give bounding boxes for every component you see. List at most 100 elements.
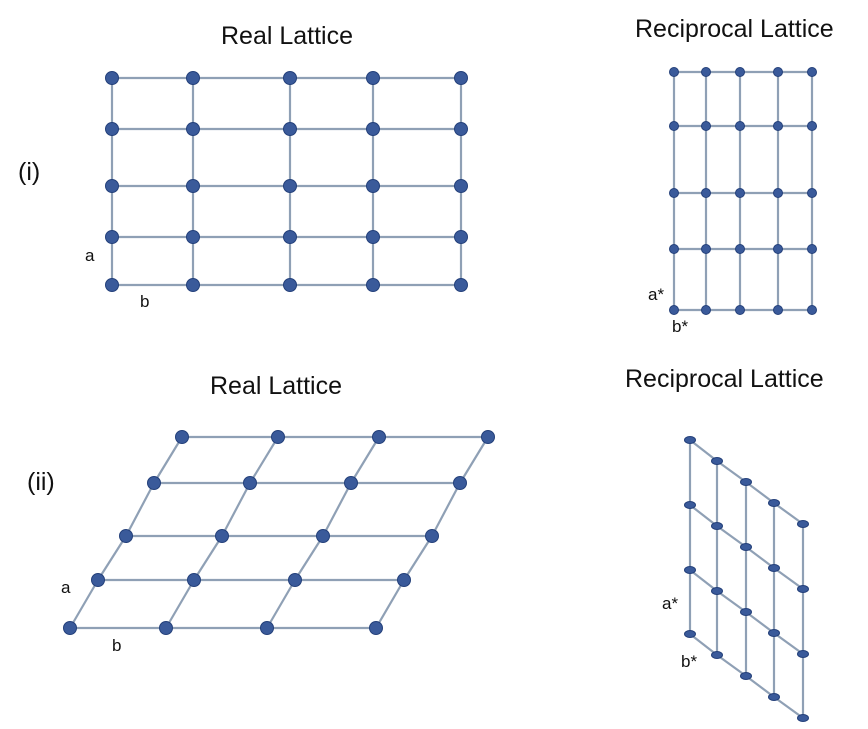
reciprocal-lattice-i-point: [807, 67, 817, 77]
reciprocal-lattice-ii-point: [711, 651, 723, 659]
real-lattice-ii-point: [147, 476, 161, 490]
reciprocal-lattice-ii-point: [797, 520, 809, 528]
real-lattice-i-point: [186, 278, 200, 292]
reciprocal-lattice-i-point: [807, 305, 817, 315]
real-lattice-ii-point: [425, 529, 439, 543]
reciprocal-lattice-ii-point: [740, 543, 752, 551]
reciprocal-lattice-ii-point: [768, 499, 780, 507]
real-lattice-ii-line: [69, 579, 99, 629]
reciprocal-lattice-i-point: [735, 305, 745, 315]
reciprocal-lattice-ii-line: [745, 675, 775, 698]
case-label-i: (i): [18, 158, 41, 186]
reciprocal-lattice-ii-point: [740, 672, 752, 680]
real-lattice-i-point: [454, 179, 468, 193]
real-lattice-i-point: [283, 230, 297, 244]
real-lattice-ii-point: [316, 529, 330, 543]
real-lattice-i-point: [283, 179, 297, 193]
reciprocal-lattice-ii-line: [689, 504, 718, 527]
reciprocal-lattice-ii-line: [689, 633, 718, 656]
recip-b-label-i: b*: [672, 317, 689, 336]
real-lattice-ii-line: [350, 436, 380, 484]
reciprocal-lattice-i-point: [669, 244, 679, 254]
reciprocal-lattice-i-point: [807, 188, 817, 198]
reciprocal-lattice-i-point: [807, 121, 817, 131]
reciprocal-lattice-ii-line: [716, 590, 747, 613]
reciprocal-lattice-i-point: [669, 305, 679, 315]
reciprocal-lattice-i-point: [735, 67, 745, 77]
reciprocal-lattice-ii-line: [745, 611, 775, 634]
reciprocal-lattice-i-point: [773, 305, 783, 315]
real-lattice-i-point: [454, 278, 468, 292]
reciprocal-lattice-i-point: [773, 188, 783, 198]
real-lattice-ii-line: [193, 535, 223, 581]
reciprocal-lattice-ii-point: [711, 457, 723, 465]
real-lattice-i-point: [105, 122, 119, 136]
reciprocal-lattice-ii-point: [768, 693, 780, 701]
reciprocal-lattice-title-i: Reciprocal Lattice: [635, 15, 834, 43]
reciprocal-lattice-i-point: [773, 67, 783, 77]
reciprocal-lattice-i-point: [669, 188, 679, 198]
real-lattice-ii-point: [344, 476, 358, 490]
reciprocal-lattice-ii-line: [689, 439, 718, 462]
real-lattice-i-point: [366, 230, 380, 244]
reciprocal-lattice-i-point: [735, 244, 745, 254]
real-lattice-ii-point: [175, 430, 189, 444]
real-lattice-ii-point: [481, 430, 495, 444]
real-lattice-ii-line: [97, 535, 127, 581]
real-lattice-ii-line: [221, 482, 251, 537]
real-lattice-ii-line: [459, 436, 489, 484]
real-b-label-i: b: [140, 292, 150, 311]
real-lattice-ii-point: [397, 573, 411, 587]
reciprocal-lattice-ii-point: [768, 629, 780, 637]
real-lattice-ii-line: [403, 535, 433, 581]
reciprocal-lattice-ii-point: [684, 501, 696, 509]
real-lattice-i-point: [186, 179, 200, 193]
reciprocal-lattice-i-point: [701, 121, 711, 131]
reciprocal-lattice-ii-point: [684, 566, 696, 574]
real-lattice-i-point: [105, 230, 119, 244]
real-lattice-i-point: [283, 278, 297, 292]
real-lattice-ii-point: [369, 621, 383, 635]
reciprocal-lattice-ii-line: [716, 525, 747, 548]
reciprocal-lattice-ii-line: [716, 654, 747, 677]
reciprocal-lattice-i-point: [773, 244, 783, 254]
real-lattice-i-point: [186, 230, 200, 244]
case-label-ii: (ii): [27, 468, 55, 496]
real-lattice-i-point: [454, 230, 468, 244]
reciprocal-lattice-i-point: [735, 188, 745, 198]
real-lattice-i-point: [105, 179, 119, 193]
real-a-label-i: a: [85, 246, 95, 265]
reciprocal-lattice-title-ii: Reciprocal Lattice: [625, 365, 824, 393]
real-lattice-ii-point: [243, 476, 257, 490]
reciprocal-lattice-ii-line: [773, 502, 804, 525]
real-lattice-ii-line: [431, 482, 461, 537]
real-lattice-ii-line: [375, 579, 405, 629]
reciprocal-lattice-i-point: [701, 188, 711, 198]
real-lattice-ii-line: [266, 579, 296, 629]
real-lattice-ii-point: [271, 430, 285, 444]
recip-b-label-ii: b*: [681, 652, 698, 671]
reciprocal-lattice-ii-point: [797, 650, 809, 658]
reciprocal-lattice-i-point: [669, 67, 679, 77]
real-lattice-ii-point: [91, 573, 105, 587]
reciprocal-lattice-ii-line: [773, 632, 804, 655]
real-lattice-ii-line: [125, 482, 155, 537]
reciprocal-lattice-ii-line: [745, 546, 775, 569]
real-lattice-ii-point: [119, 529, 133, 543]
reciprocal-lattice-ii-point: [684, 630, 696, 638]
reciprocal-lattice-ii-point: [797, 585, 809, 593]
reciprocal-lattice-i-point: [701, 305, 711, 315]
real-lattice-i-point: [366, 71, 380, 85]
real-lattice-title-i: Real Lattice: [221, 22, 354, 50]
real-lattice-ii-line: [153, 436, 183, 484]
real-lattice-i-point: [283, 122, 297, 136]
reciprocal-lattice-ii-point: [740, 478, 752, 486]
real-lattice-i-point: [366, 122, 380, 136]
real-lattice-ii-point: [288, 573, 302, 587]
real-lattice-ii-point: [215, 529, 229, 543]
real-lattice-ii-point: [159, 621, 173, 635]
real-lattice-i-point: [186, 122, 200, 136]
real-lattice-ii-point: [372, 430, 386, 444]
real-lattice-ii-line: [165, 579, 195, 629]
reciprocal-lattice-ii-point: [797, 714, 809, 722]
